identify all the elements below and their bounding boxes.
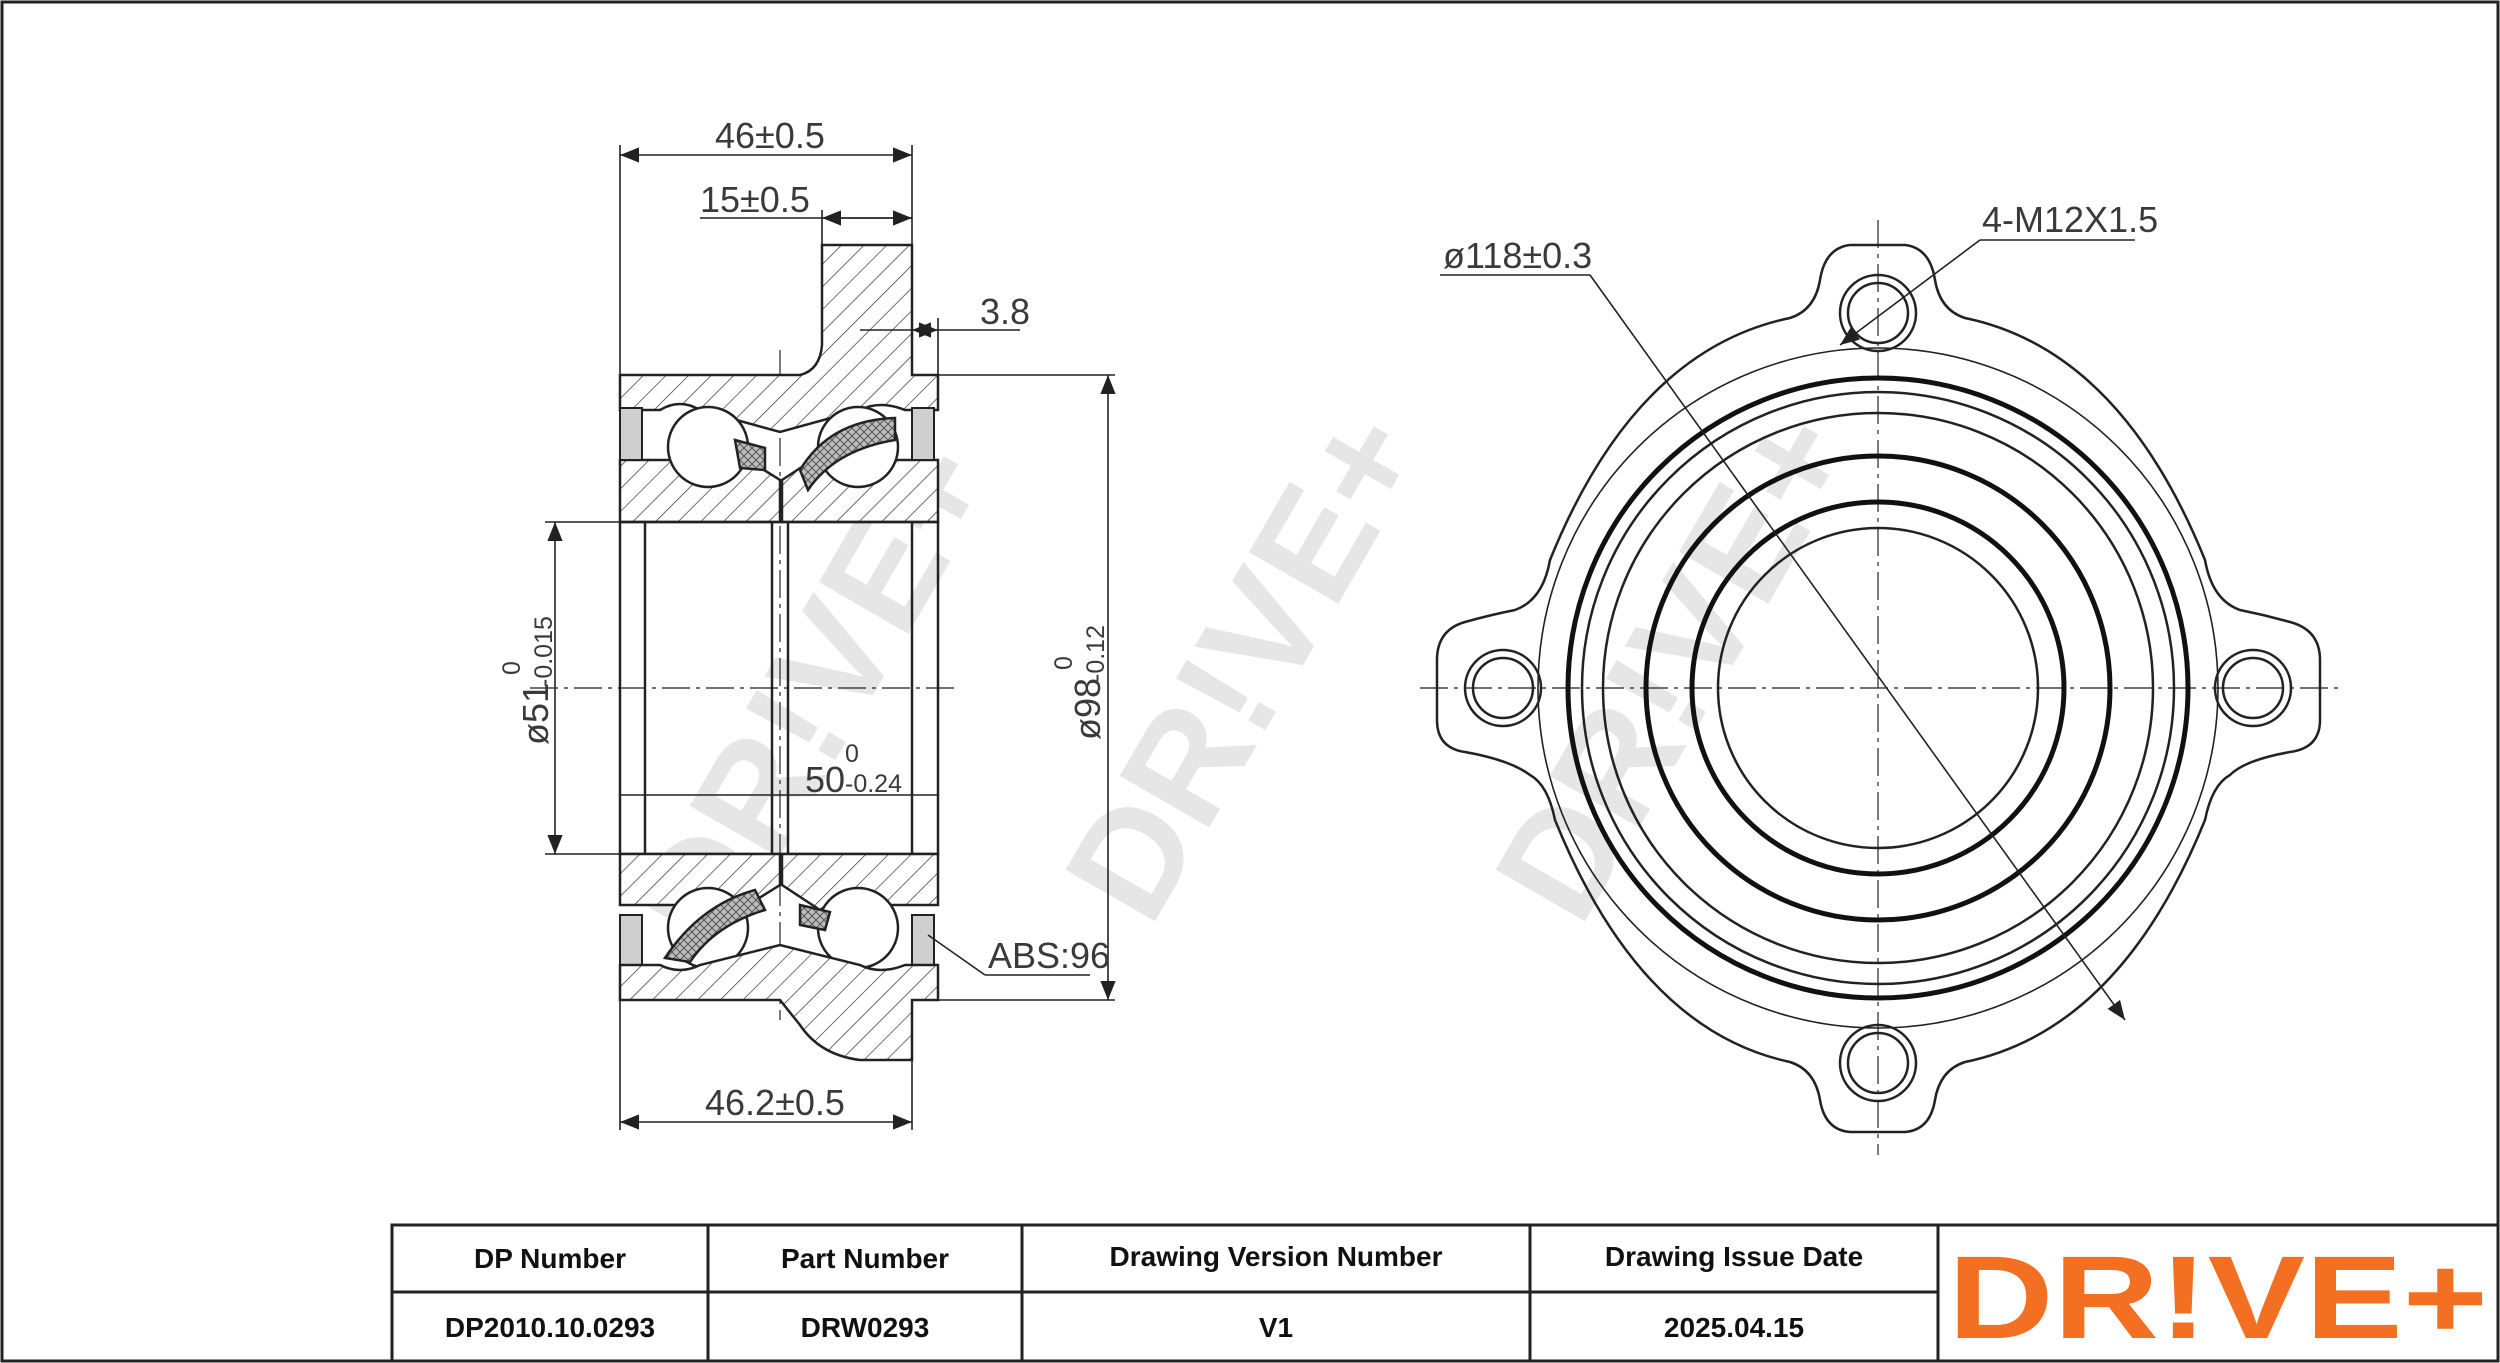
outer-ring-bottom	[618, 943, 940, 1062]
flange-outline	[1435, 243, 2322, 1134]
dim-bore: ø51	[515, 683, 556, 745]
header-drawing-version: Drawing Version Number	[1110, 1241, 1443, 1272]
dim-inner-width-tol-lower: -0.24	[845, 770, 902, 798]
dim-width-top: 46±0.5	[715, 115, 825, 156]
dim-inner-width-tol-upper: 0	[845, 740, 859, 768]
abs-label: ABS:96	[988, 935, 1110, 976]
cage-top-left	[733, 438, 767, 472]
value-drawing-version: V1	[1259, 1312, 1293, 1343]
dim-bore-tol-lower: -0.015	[530, 616, 558, 687]
seal-top-left	[619, 407, 643, 461]
dim-outer: ø98	[1067, 678, 1108, 740]
dim-pcd: ø118±0.3	[1443, 235, 1592, 276]
seal-bottom-left	[619, 914, 643, 971]
dim-outer-tol-upper: 0	[1050, 656, 1078, 670]
value-issue-date: 2025.04.15	[1664, 1312, 1804, 1343]
header-part-number: Part Number	[781, 1243, 949, 1274]
dim-bore-tol-upper: 0	[498, 661, 526, 675]
dim-step: 3.8	[980, 291, 1030, 332]
watermark-right: DR!VE+	[1462, 382, 1885, 946]
side-view: 46±0.5 15±0.5 3.8 ø51 0 -0.015 ø98 0 -0.…	[498, 115, 1116, 1130]
header-issue-date: Drawing Issue Date	[1605, 1241, 1863, 1272]
title-block: DP Number Part Number Drawing Version Nu…	[390, 1223, 2500, 1363]
bolt-hole-bottom	[1838, 1023, 1918, 1103]
inner-ring-circle	[1643, 453, 2113, 923]
outer-ring-top	[618, 243, 940, 434]
outer-ring-edge	[1580, 390, 2176, 986]
dim-inner-width: 50	[805, 759, 845, 800]
front-view: ø118±0.3 4-M12X1.5	[1420, 199, 2340, 1155]
cage-top-right	[798, 416, 897, 493]
value-part-number: DRW0293	[801, 1312, 930, 1343]
value-dp-number: DP2010.10.0293	[445, 1312, 655, 1343]
drive-logo: DR!VE+	[1948, 1232, 2488, 1363]
bore-circle	[1716, 526, 2040, 850]
header-dp-number: DP Number	[474, 1243, 626, 1274]
cage-bottom-right	[798, 903, 832, 932]
bore-outer-circle	[1689, 499, 2067, 877]
outer-ring-circle	[1565, 375, 2191, 1001]
dim-thread: 4-M12X1.5	[1982, 199, 2158, 240]
dim-width-bottom: 46.2±0.5	[705, 1082, 845, 1123]
seal-circle	[1601, 411, 2155, 965]
flange-edge-circle	[1537, 347, 2219, 1029]
cage-bottom-left	[662, 888, 767, 964]
bolt-hole-right	[2213, 648, 2293, 728]
seal-bottom-right	[911, 914, 935, 971]
dim-flange: 15±0.5	[700, 179, 810, 220]
seal-top-right	[911, 407, 935, 461]
bolt-hole-left	[1463, 648, 1543, 728]
dim-outer-tol-lower: -0.12	[1082, 625, 1110, 682]
ball-bottom-right	[816, 886, 900, 970]
bolt-hole-top	[1838, 273, 1918, 353]
